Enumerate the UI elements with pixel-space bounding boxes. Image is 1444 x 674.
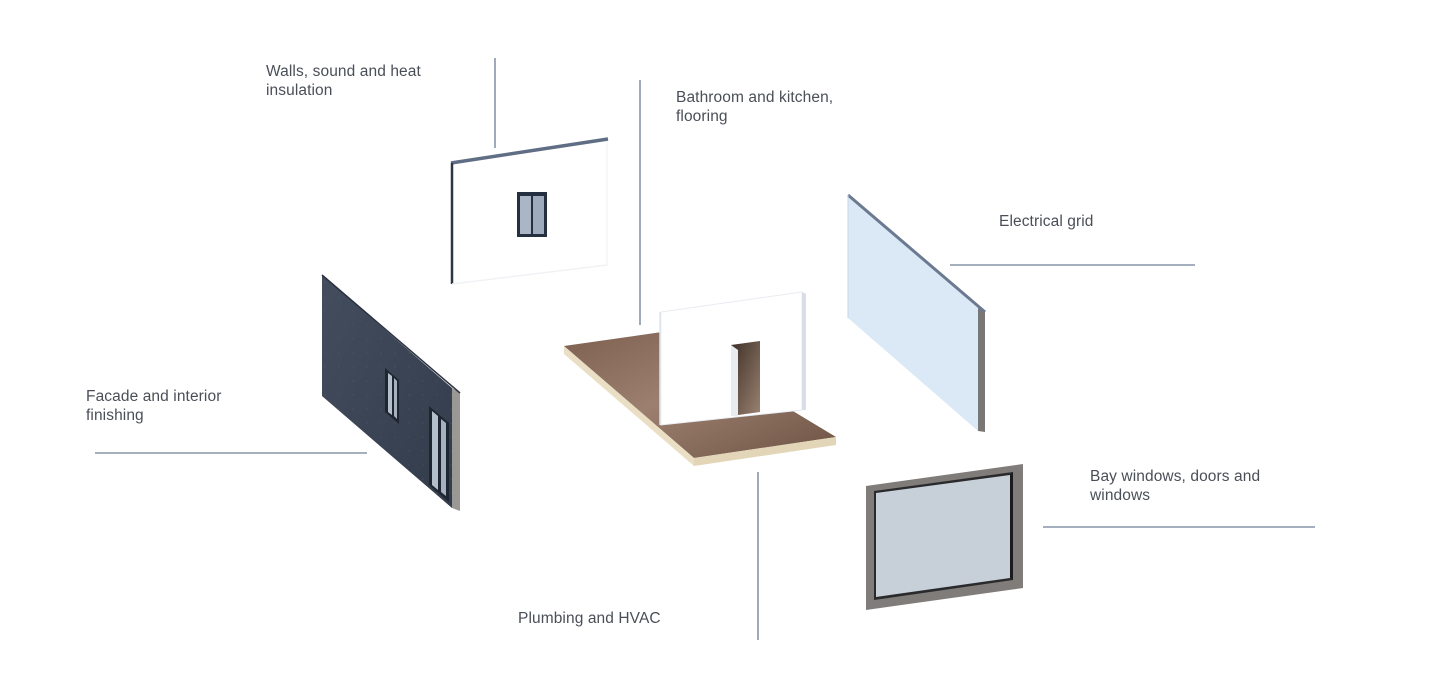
label-bathroom-kitchen-flooring: Bathroom and kitchen, flooring [676, 88, 833, 126]
label-facade-interior-finishing: Facade and interior finishing [86, 387, 221, 425]
label-electrical-grid: Electrical grid [999, 212, 1094, 231]
walls-insulation-panel [450, 137, 609, 285]
bay-window-frame [866, 464, 1023, 610]
facade-door-icon [429, 406, 449, 502]
label-line: insulation [266, 82, 333, 99]
label-walls-insulation: Walls, sound and heat insulation [266, 62, 421, 100]
partition-wall [659, 291, 806, 426]
facade-window-icon [385, 368, 399, 424]
label-line: flooring [676, 108, 728, 125]
label-line: Bay windows, doors and [1090, 468, 1261, 485]
wall-window-icon [517, 192, 547, 237]
label-line: Plumbing and HVAC [518, 610, 661, 627]
label-bay-windows-doors: Bay windows, doors and windows [1090, 467, 1260, 505]
label-line: Bathroom and kitchen, [676, 89, 834, 106]
facade-finishing-panel [321, 274, 461, 511]
label-line: Walls, sound and heat [266, 63, 421, 80]
label-line: Electrical grid [999, 213, 1094, 230]
leader-lines [95, 58, 1315, 640]
electrical-grid-panel [847, 193, 986, 432]
label-plumbing-hvac: Plumbing and HVAC [518, 609, 661, 628]
label-line: finishing [86, 407, 144, 424]
label-line: Facade and interior [86, 388, 222, 405]
bathroom-kitchen-floor-module [564, 291, 836, 466]
label-line: windows [1090, 487, 1151, 504]
